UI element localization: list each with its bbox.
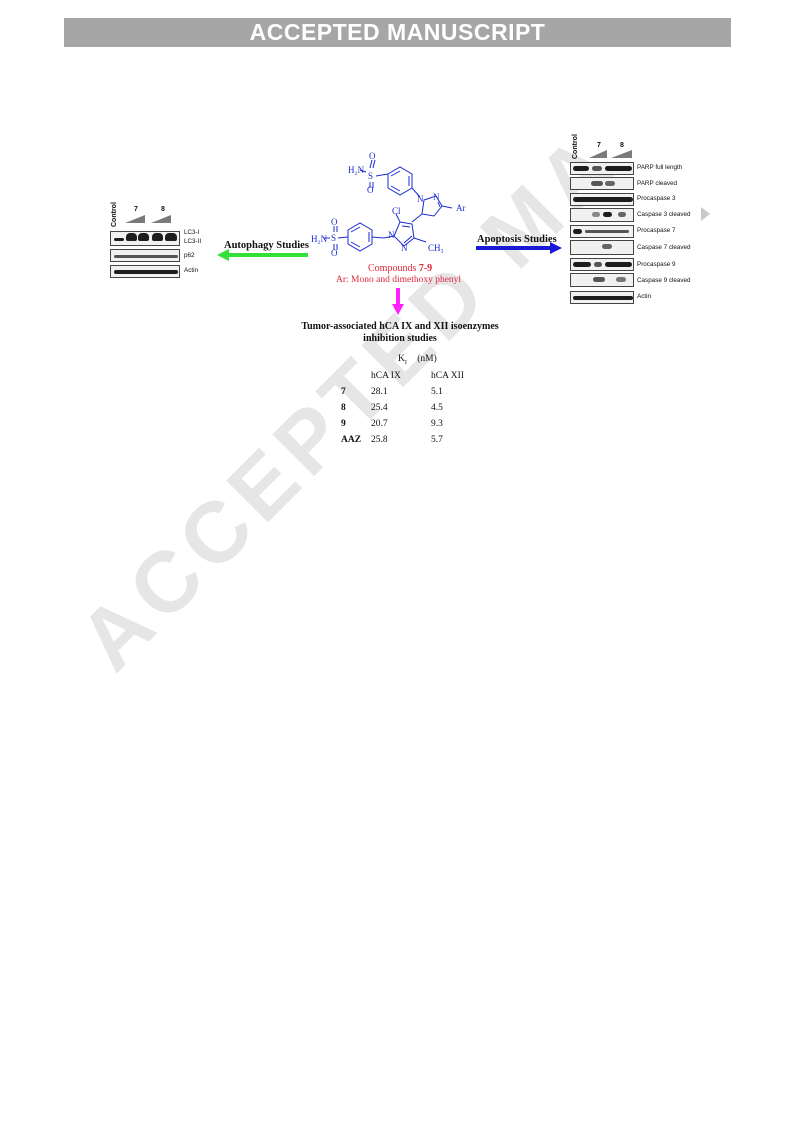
autophagy-dose-8: 8: [161, 206, 165, 213]
apoptosis-dose-7: 7: [597, 142, 601, 149]
chlorine: Cl: [392, 206, 401, 216]
hca-xii-value: 9.3: [431, 419, 443, 429]
compounds-title: Compounds 7-9: [368, 263, 432, 274]
apoptosis-blot: Control 7 8 PARP full length PARP cleave…: [570, 130, 700, 310]
dose-gradient-7: [589, 150, 607, 158]
apoptosis-arrow: [476, 242, 562, 254]
inhibition-title: Tumor-associated hCA IX and XII isoenzym…: [300, 321, 500, 345]
table-row: AAZ 25.8 5.7: [341, 432, 491, 448]
inhibition-table: hCA IX hCA XII 7 28.1 5.1 8 25.4 4.5 9 2…: [341, 368, 491, 448]
compounds-title-prefix: Compounds: [368, 263, 419, 274]
compounds-title-range: 7-9: [418, 263, 433, 274]
methyl-group: CH₃: [428, 243, 444, 253]
blot-row-caspase-9-cleaved: [570, 273, 634, 287]
autophagy-arrow: [217, 249, 308, 261]
autophagy-control-label: Control: [111, 202, 118, 227]
apoptosis-control-label: Control: [572, 134, 579, 159]
blot-row-procaspase-9: [570, 258, 634, 271]
hca-xii-value: 4.5: [431, 403, 443, 413]
oxygen-top-2: O: [367, 185, 374, 195]
blot-row-parp-cleaved: [570, 177, 634, 190]
sulfur-top: S: [368, 171, 374, 181]
band-label-parp-full-length: PARP full length: [637, 164, 683, 171]
hca-ix-value: 20.7: [371, 419, 388, 429]
amine-left: H₂N: [311, 234, 328, 244]
ki-symbol: K: [398, 354, 405, 364]
banner-text: ACCEPTED MANUSCRIPT: [249, 19, 546, 45]
band-label-lc3-ii: LC3-II: [184, 238, 202, 245]
band-label-lc3-i: LC3-I: [184, 229, 200, 236]
table-row: 7 28.1 5.1: [341, 384, 491, 400]
molecule-bonds: [324, 159, 453, 252]
hca-ix-value: 25.4: [371, 403, 388, 413]
apoptosis-dose-8: 8: [620, 142, 624, 149]
hca-xii-value: 5.1: [431, 387, 443, 397]
dose-gradient-7: [125, 215, 145, 223]
band-label-procaspase-9: Procaspase 9: [637, 261, 676, 268]
blot-row-parp-full-length: [570, 162, 634, 175]
table-row: 8 25.4 4.5: [341, 400, 491, 416]
oxygen-top-1: O: [369, 151, 376, 161]
oxygen-left-2: O: [331, 248, 338, 258]
compound-structure: H₂N S O O N N Ar Cl H₂N S O O N N CH₃: [300, 150, 500, 290]
inhibition-title-line-2: inhibition studies: [363, 333, 437, 344]
column-header-hca-xii: hCA XII: [431, 371, 464, 381]
blot-row-actin: [110, 265, 180, 278]
table-row: 9 20.7 9.3: [341, 416, 491, 432]
blot-row-procaspase-3: [570, 193, 634, 206]
ki-subscript: I: [404, 359, 407, 366]
compound-id: 9: [341, 419, 346, 429]
blot-row-procaspase-7: [570, 225, 634, 238]
nitrogen-2: N: [433, 192, 440, 202]
down-arrow: [392, 288, 404, 315]
compound-id: 8: [341, 403, 346, 413]
compound-id: 7: [341, 387, 346, 397]
blot-row-caspase-3-cleaved: [570, 208, 634, 222]
nitrogen-4: N: [401, 243, 408, 253]
arrows: [217, 242, 562, 315]
nitrogen-3: N: [388, 230, 395, 240]
blot-row-lc3: [110, 231, 180, 246]
aryl-group: Ar: [456, 203, 466, 213]
band-label-procaspase-3: Procaspase 3: [637, 195, 676, 202]
amine-top: H₂N: [348, 165, 365, 175]
blot-row-actin: [570, 291, 634, 304]
band-label-p62: p62: [184, 252, 195, 259]
autophagy-label: Autophagy Studies: [224, 240, 309, 251]
band-label-caspase-3-cleaved: Caspase 3 cleaved: [637, 211, 691, 218]
band-label-parp-cleaved: PARP cleaved: [637, 180, 678, 187]
table-header-row: hCA IX hCA XII: [341, 368, 491, 384]
next-page-icon[interactable]: [701, 207, 710, 221]
dose-gradient-8: [611, 150, 632, 158]
band-label-caspase-7-cleaved: Caspase 7 cleaved: [637, 244, 691, 251]
aryl-note: Ar: Mono and dimethoxy phenyl: [336, 275, 462, 285]
autophagy-dose-7: 7: [134, 206, 138, 213]
ki-unit: (nM): [417, 354, 437, 364]
hca-ix-value: 28.1: [371, 387, 388, 397]
blot-row-p62: [110, 249, 180, 262]
band-label-actin: Actin: [184, 267, 198, 274]
band-label-procaspase-7: Procaspase 7: [637, 227, 676, 234]
autophagy-blot: Control 7 8 LC3-I LC3-II p62 Actin: [110, 195, 220, 285]
apoptosis-label: Apoptosis Studies: [477, 234, 557, 245]
column-header-hca-ix: hCA IX: [371, 371, 401, 381]
dose-gradient-8: [151, 215, 171, 223]
hca-xii-value: 5.7: [431, 435, 443, 445]
oxygen-left-1: O: [331, 217, 338, 227]
compound-id: AAZ: [341, 435, 362, 445]
hca-ix-value: 25.8: [371, 435, 388, 445]
sulfur-left: S: [331, 233, 337, 243]
band-label-caspase-9-cleaved: Caspase 9 cleaved: [637, 277, 691, 284]
inhibition-title-line-1: Tumor-associated hCA IX and XII isoenzym…: [301, 321, 499, 332]
blot-row-caspase-7-cleaved: [570, 240, 634, 255]
nitrogen-1: N: [417, 194, 424, 204]
band-label-actin: Actin: [637, 293, 651, 300]
accepted-manuscript-banner: ACCEPTED MANUSCRIPT: [64, 18, 731, 47]
ki-header: KI (nM): [398, 354, 437, 366]
